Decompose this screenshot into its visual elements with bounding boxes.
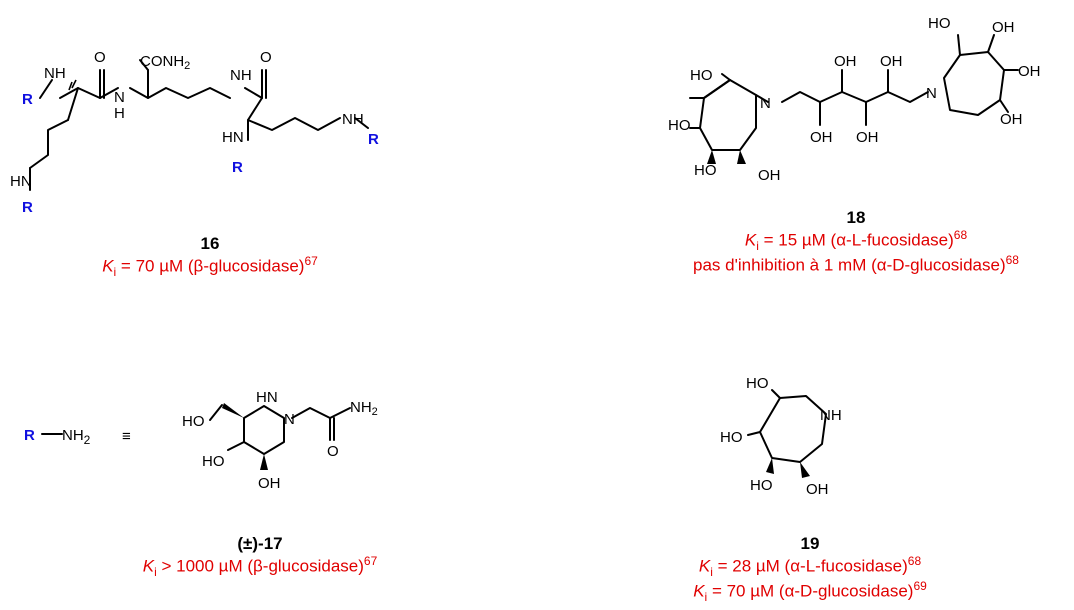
atom-nh-1: NH bbox=[44, 65, 66, 82]
caption-18: 18 Ki = 15 µM (α-L-fucosidase)68 pas d'i… bbox=[646, 208, 1066, 276]
caption-17: (±)-17 Ki > 1000 µM (β-glucosidase)67 bbox=[110, 534, 410, 579]
equivalence-symbol: ≡ bbox=[122, 428, 131, 445]
atom-ho-18-1: HO bbox=[690, 67, 713, 84]
atom-o-2: O bbox=[260, 49, 272, 66]
structure-16: NH R O N H CONH2 NH O HN R NH R HN R bbox=[10, 49, 379, 216]
atom-o-17: O bbox=[327, 443, 339, 460]
atom-ho-19-2: HO bbox=[720, 429, 743, 446]
r-group-2: R bbox=[232, 159, 243, 176]
atom-nh-3: NH bbox=[342, 111, 364, 128]
activity-17-1: Ki > 1000 µM (β-glucosidase)67 bbox=[142, 554, 378, 580]
atom-n-18-1: N bbox=[760, 95, 771, 112]
atom-ho-18-2: HO bbox=[668, 117, 691, 134]
compound-label-17: (±)-17 bbox=[237, 534, 283, 553]
atom-h-1: H bbox=[114, 105, 125, 122]
r-def-nh2: NH2 bbox=[62, 427, 91, 447]
atom-hn-17: HN bbox=[256, 389, 278, 406]
atom-oh-17: OH bbox=[258, 475, 281, 492]
atom-ho-19-3: HO bbox=[750, 477, 773, 494]
atom-n-17: N bbox=[284, 411, 295, 428]
atom-oh-18-8: OH bbox=[1000, 111, 1023, 128]
activity-18-note: pas d'inhibition à 1 mM (α-D-glucosidase… bbox=[693, 253, 1019, 275]
structure-18: HO HO HO OH N OH OH OH OH N HO OH OH OH bbox=[668, 15, 1041, 184]
r-group-4: R bbox=[22, 199, 33, 216]
activity-19-1: Ki = 28 µM (α-L-fucosidase)68 bbox=[698, 554, 922, 580]
atom-n-1: N bbox=[114, 89, 125, 106]
atom-ho-19-1: HO bbox=[746, 375, 769, 392]
atom-hn-1: HN bbox=[222, 129, 244, 146]
r-group-3: R bbox=[368, 131, 379, 148]
atom-o-1: O bbox=[94, 49, 106, 66]
atom-oh-18-6: OH bbox=[992, 19, 1015, 36]
activity-19-2: Ki = 70 µM (α-D-glucosidase)69 bbox=[693, 579, 927, 605]
r-definition: R NH2 ≡ bbox=[24, 427, 131, 447]
atom-oh-18-5: OH bbox=[880, 53, 903, 70]
activity-16-1: Ki = 70 µM (β-glucosidase)67 bbox=[102, 254, 318, 280]
atom-ho-17-1: HO bbox=[182, 413, 205, 430]
atom-oh-19: OH bbox=[806, 481, 829, 498]
atom-hn-2: HN bbox=[10, 173, 32, 190]
atom-nh2-17: NH2 bbox=[350, 399, 378, 418]
atom-oh-18-3: OH bbox=[834, 53, 857, 70]
structure-17: HO HN N NH2 O HO OH bbox=[182, 389, 378, 492]
atom-ho-18-3: HO bbox=[694, 162, 717, 179]
activity-18-1: Ki = 15 µM (α-L-fucosidase)68 bbox=[744, 228, 968, 254]
atom-oh-18-7: OH bbox=[1018, 63, 1041, 80]
atom-oh-18-1: OH bbox=[758, 167, 781, 184]
caption-19: 19 Ki = 28 µM (α-L-fucosidase)68 Ki = 70… bbox=[660, 534, 960, 604]
atom-ho-18-4: HO bbox=[928, 15, 951, 32]
caption-16: 16 Ki = 70 µM (β-glucosidase)67 bbox=[40, 234, 380, 279]
compound-label-19: 19 bbox=[800, 534, 820, 553]
atom-ho-17-2: HO bbox=[202, 453, 225, 470]
atom-oh-18-4: OH bbox=[856, 129, 879, 146]
atom-nh-19: NH bbox=[820, 407, 842, 424]
structure-19: HO NH HO HO OH bbox=[720, 375, 842, 498]
atom-conh2: CONH2 bbox=[140, 53, 190, 72]
r-group-1: R bbox=[22, 91, 33, 108]
atom-oh-18-2: OH bbox=[810, 129, 833, 146]
r-def-r: R bbox=[24, 427, 35, 444]
atom-n-18-2: N bbox=[926, 85, 937, 102]
compound-label-16: 16 bbox=[200, 234, 220, 253]
atom-nh-2: NH bbox=[230, 67, 252, 84]
compound-label-18: 18 bbox=[846, 208, 866, 227]
